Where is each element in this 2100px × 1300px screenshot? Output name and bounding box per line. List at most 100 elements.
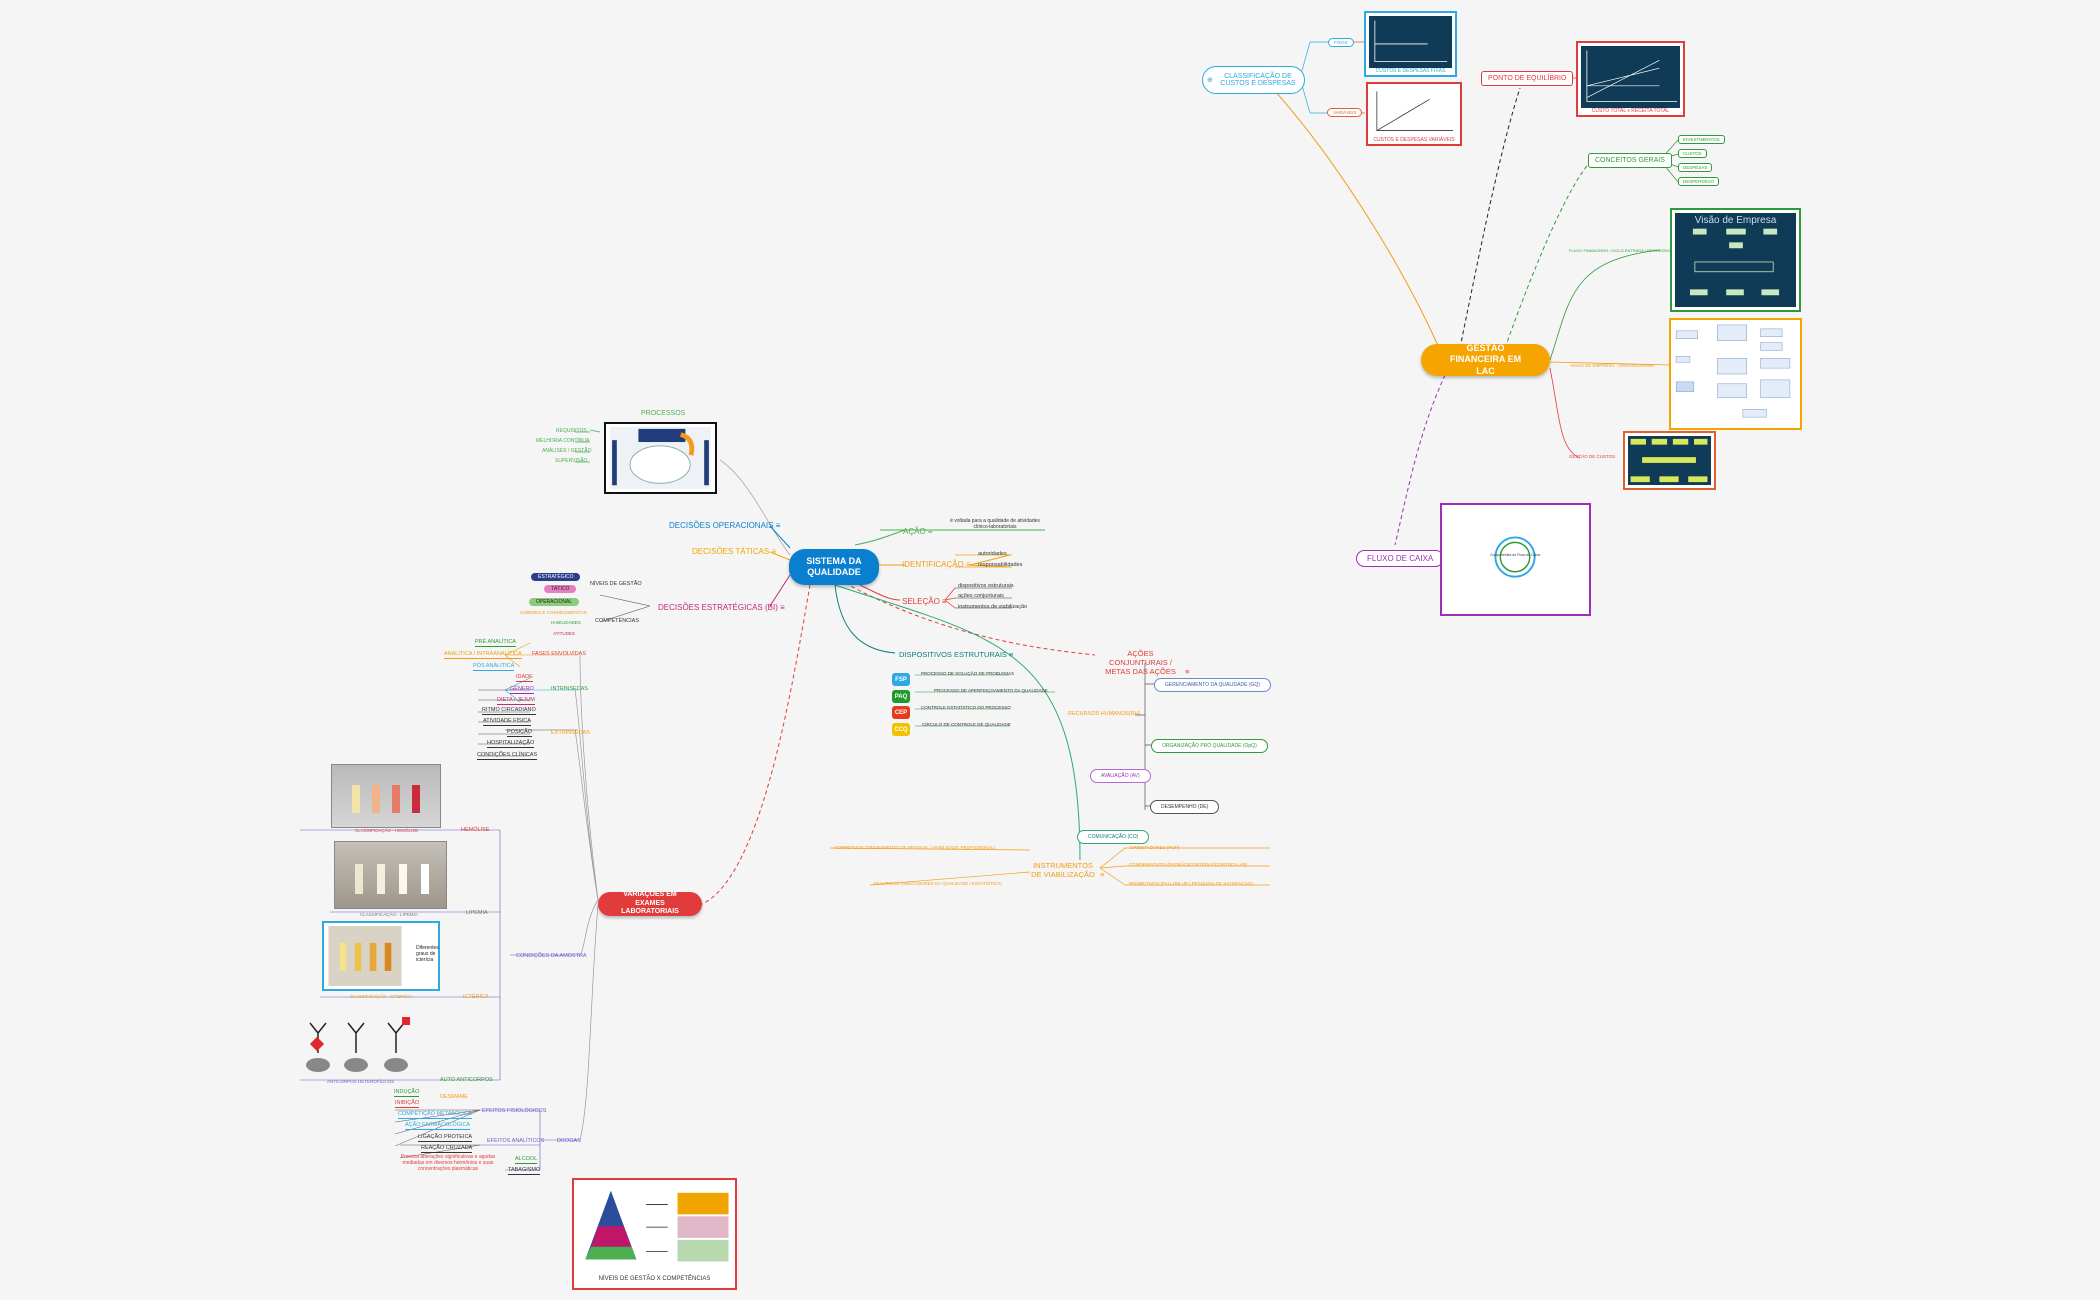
avaliacao-pill[interactable]: AVALIAÇÃO (AV) (1090, 769, 1151, 783)
dispositivo-item: CÍRCULO DE CONTROLE DE QUALIDADE (922, 722, 1011, 727)
central-node-label: SISTEMA DA QUALIDADE (806, 555, 862, 577)
lipemia-tubes (355, 864, 429, 894)
fixed-costs-caption: CUSTOS E DESPESAS FIXAS (1375, 68, 1446, 74)
node-gestao-financeira[interactable]: GESTÃO FINANCEIRA EM LAC (1421, 343, 1550, 376)
niveis-gestao-label: NÍVEIS DE GESTÃO (590, 581, 642, 587)
gestao-financeira-label: GESTÃO FINANCEIRA EM LAC (1449, 343, 1522, 376)
branch-dispositivos-estruturais[interactable]: DISPOSITIVOS ESTRUTURAIS ≡ (899, 650, 1013, 659)
pyramid-svg (585, 1190, 729, 1262)
fluxo-caixa-svg: Componentes do Fluxo de Caixa (1490, 536, 1540, 578)
note-icon: ≡ (780, 603, 785, 612)
desmame-label: DESMAME (440, 1094, 468, 1100)
gestao-custos-image (1623, 431, 1716, 490)
dispositivo-item: PROCESSO DE SOLUÇÃO DE PROBLEMAS (921, 671, 1015, 676)
recursos-humanos: RECURSOS HUMANOS(RH) (1068, 711, 1141, 717)
note-icon: ≡ (1009, 650, 1014, 659)
note-icon: ≡ (942, 597, 947, 606)
decisoes-operacionais-label: DECISÕES OPERACIONAIS (669, 521, 774, 530)
niveis-competencias-image: NÍVEIS DE GESTÃO X COMPETÊNCIAS (572, 1178, 737, 1290)
gestao-custos-label: GESTÃO DE CUSTOS (1569, 454, 1616, 459)
variacoes-label: VARIAÇÕES EM EXAMES LABORATORIAIS (621, 890, 679, 916)
icterica-note: Diferentes graus de icterícia (416, 945, 439, 963)
decisoes-taticas-label: DECISÕES TÁTICAS (692, 547, 770, 556)
badge-ccq: CCQ (892, 723, 910, 736)
classificacao-label: CLASSIFICAÇÃO DE CUSTOS E DESPESAS (1220, 73, 1296, 87)
efeito-fisio-item: INDUÇÃO (394, 1089, 420, 1097)
extrinseca-item: RITMO CIRCADIANO (482, 707, 536, 715)
efeito-fisio-item: AÇÃO FARMACOLÓGICA (405, 1122, 471, 1130)
variaveis-pill[interactable]: VARIÁVEIS (1327, 108, 1363, 117)
extrinsecas: EXTRÍNSECAS (551, 730, 590, 736)
conceito-item[interactable]: INVESTIMENTOS (1678, 135, 1725, 144)
intrinseca-item: IDADE (516, 674, 533, 682)
branch-selecao[interactable]: SELEÇÃO ≡ (902, 597, 947, 606)
acao-description: é voltada para a qualidade de atividades… (950, 518, 1040, 530)
classificacao-custos-pill[interactable]: ⊕ CLASSIFICAÇÃO DE CUSTOS E DESPESAS (1202, 66, 1305, 94)
conceitos-gerais-pill[interactable]: CONCEITOS GERAIS (1588, 153, 1672, 168)
variable-costs-chart (1371, 87, 1457, 137)
identificacao-item: responsabilidades (978, 562, 1023, 568)
hemolise-caption: CLASSIFICAÇÃO - HEMÓLISE (355, 828, 419, 833)
branch-decisoes-estrategicas[interactable]: DECISÕES ESTRATÉGICAS (BI) ≡ (658, 603, 785, 612)
tag-estrategico: ESTRATÉGICO (531, 573, 581, 581)
selecao-item: instrumentos de viabilização (958, 604, 1028, 610)
processos-title: PROCESSOS (641, 410, 686, 417)
central-node-sistema-qualidade[interactable]: SISTEMA DA QUALIDADE (789, 549, 879, 585)
auto-anticorpos-label: AUTO ANTICORPOS (440, 1077, 493, 1083)
branch-acoes-conjunturais[interactable]: AÇÕES CONJUNTURAIS / METAS DAS AÇÕES ≡ (1098, 649, 1189, 676)
comunicacao-pill[interactable]: COMUNICAÇÃO (CO) (1077, 830, 1150, 844)
fixos-pill[interactable]: FIXOS (1328, 38, 1354, 47)
intrinseca-item: GÊNERO (510, 686, 534, 694)
icterica-image: Diferentes graus de icterícia (322, 921, 440, 991)
conceito-item[interactable]: CUSTOS (1678, 149, 1707, 158)
efeito-fisio-item: COMPETIÇÃO METABÓLICA (398, 1111, 472, 1119)
conceito-item[interactable]: DESPESAS (1678, 163, 1713, 172)
ponto-equilibrio-pill[interactable]: PONTO DE EQUILÍBRIO (1481, 71, 1574, 86)
note-icon: ≡ (927, 527, 933, 536)
acao-item-de[interactable]: DESEMPENHO (DE) (1150, 800, 1220, 814)
branch-identificacao[interactable]: IDENTIFICAÇÃO ≡ (902, 560, 971, 569)
antibodies-svg (306, 1017, 410, 1072)
node-variacoes-exames[interactable]: VARIAÇÕES EM EXAMES LABORATORIAIS (598, 890, 702, 916)
fixed-chart-svg (1374, 20, 1448, 62)
selecao-item: dispositivos estruturais (958, 583, 1014, 589)
fase-item: PRÉ ANALÍTICA (475, 639, 516, 647)
branch-acao[interactable]: AÇÃO ≡ (903, 527, 933, 536)
tabagismo-label: TABAGISMO (508, 1167, 541, 1175)
processos-item: REQUISITOS (556, 428, 587, 434)
icterica-caption: CLASSIFICAÇÃO - ICTERÍCIA (350, 994, 413, 999)
acao-item-gq[interactable]: GERENCIAMENTO DA QUALIDADE (GQ) (1154, 678, 1271, 692)
fluxo-caixa-pill[interactable]: FLUXO DE CAIXA (1356, 550, 1445, 567)
instrumento-item: CORRETIVOS (TREINAMENTO DE PESSOAL / HAB… (834, 845, 996, 850)
identificacao-label: IDENTIFICAÇÃO (902, 560, 964, 569)
drogas-label: DROGAS (557, 1138, 581, 1144)
fases-envolvidas: FASES ENVOLVIDAS (532, 651, 587, 657)
conceito-item[interactable]: DESPERDÍCIO (1678, 177, 1720, 186)
branch-decisoes-operacionais[interactable]: DECISÕES OPERACIONAIS ≡ (669, 521, 780, 530)
selecao-item: ações conjunturais (958, 593, 1004, 599)
efeitos-analiticos: EFEITOS ANALÍTICOS (487, 1138, 545, 1144)
tag-habilidades: HABILIDADES (551, 620, 581, 625)
note-icon: ≡ (1100, 870, 1105, 879)
variable-chart-svg (1376, 91, 1454, 131)
intrinseca-item: DIETA / JEJUM (497, 697, 535, 705)
gestao-custos-panel (1628, 436, 1711, 485)
acao-item-opq[interactable]: ORGANIZAÇÃO PRÓ QUALIDADE (OpQ) (1151, 739, 1268, 753)
lipemia-photo (334, 841, 447, 909)
dispositivo-item: CONTROLE ESTATÍSTICO DO PROCESSO (921, 705, 1011, 710)
breakeven-caption: CUSTO TOTAL x RECEITA TOTAL (1591, 108, 1670, 114)
instrumento-item: REDIRETIVOS (FALLOW UP / PESQUISA DE SAT… (1129, 881, 1253, 886)
icterica-label: ICTÉRICA (463, 994, 489, 1000)
alcool-note: Provoca alterações significativas e agud… (400, 1154, 496, 1172)
lipemia-label: LIPEMIA (466, 910, 488, 916)
branch-decisoes-taticas[interactable]: DECISÕES TÁTICAS ≡ (692, 547, 776, 556)
tag-operacional: OPERACIONAL (529, 598, 580, 606)
branch-instrumentos[interactable]: INSTRUMENTOS DE VIABILIZAÇÃO ≡ (1028, 861, 1104, 879)
instrumento-item: ORIENTADORES (POP) (1130, 845, 1180, 850)
hemolise-photo (331, 764, 441, 828)
gestao-custos-svg (1630, 438, 1708, 483)
instrumentos-title: INSTRUMENTOS DE VIABILIZAÇÃO (1031, 861, 1095, 879)
dispositivos-title: DISPOSITIVOS ESTRUTURAIS (899, 650, 1007, 659)
cycle-diagram (610, 427, 711, 489)
antibodies-image (298, 1003, 428, 1077)
